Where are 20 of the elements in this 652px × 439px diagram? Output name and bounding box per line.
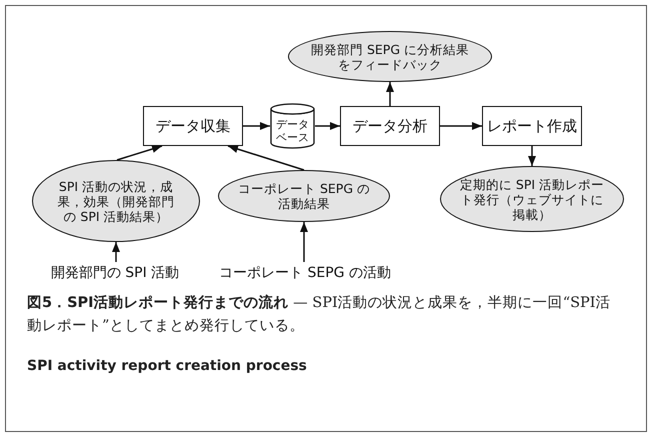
arrow	[300, 222, 308, 262]
arrow	[228, 145, 304, 171]
arrow	[315, 122, 340, 130]
source-text: 開発部門の SPI 活動	[38, 262, 192, 284]
result-ellipse: SPI 活動の状況，成果，効果（開発部門の SPI 活動結果）	[32, 160, 200, 242]
figure-caption: 図5．SPI活動レポート発行までの流れ — SPI活動の状況と成果を，半期に一回“SPI活動レポート”としてまとめ発行している。	[27, 294, 612, 336]
arrow	[112, 242, 120, 262]
process-box: データ収集	[143, 106, 243, 146]
result-ellipse: コーポレート SEPG の活動結果	[218, 170, 390, 222]
source-text: コーポレート SEPG の活動	[208, 262, 402, 284]
result-ellipse: 開発部門 SEPG に分析結果をフィードバック	[288, 31, 492, 82]
arrow	[386, 82, 394, 106]
arrow	[116, 145, 162, 161]
english-caption: SPI activity report creation process	[27, 358, 307, 374]
process-box: データ分析	[340, 106, 440, 146]
result-ellipse: 定期的に SPI 活動レポート発行（ウェブサイトに掲載）	[440, 166, 624, 232]
arrow	[528, 146, 536, 166]
process-box: レポート作成	[482, 106, 582, 146]
arrow	[243, 122, 270, 130]
arrow	[440, 122, 482, 130]
